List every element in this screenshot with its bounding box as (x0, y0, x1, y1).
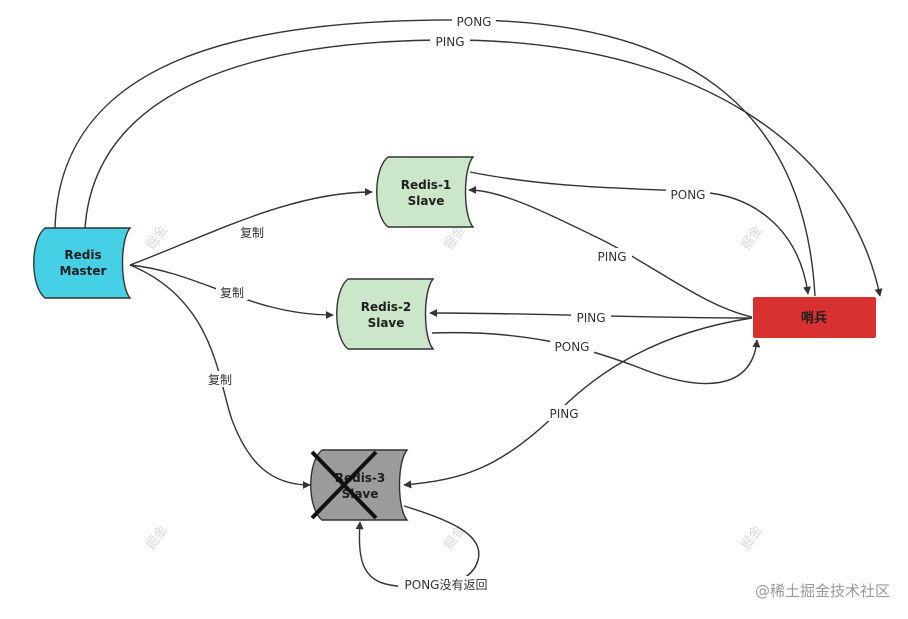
node-label-master-line2: Master (60, 264, 107, 278)
label-outer-pong: PONG (457, 15, 492, 29)
node-redis-master[interactable]: Redis Master (33, 227, 132, 299)
node-label-slave2-line2: Slave (368, 316, 405, 330)
watermark: 掘金 (143, 522, 171, 552)
label-pong-no-reply: PONG没有返回 (405, 577, 488, 592)
edge-labels: PONG PING 复制 复制 复制 PONG PING PING PONG P… (204, 13, 710, 592)
edge-replicate-slave3 (129, 264, 311, 489)
node-label-slave2-line1: Redis-2 (361, 300, 412, 314)
node-label-slave1-line2: Slave (408, 194, 445, 208)
label-ping-slave3: PING (549, 407, 578, 421)
node-shape-slave1 (376, 156, 475, 228)
node-redis-slave3[interactable]: Redis-3 Slave (310, 449, 409, 521)
edge-ping-master-sentinel (84, 39, 883, 297)
label-replicate-slave2: 复制 (220, 286, 244, 300)
watermark: 掘金 (738, 522, 766, 552)
watermark: 掘金 (143, 222, 171, 252)
label-outer-ping: PING (435, 35, 464, 49)
node-label-sentinel: 哨兵 (801, 310, 827, 326)
label-pong-slave1: PONG (671, 188, 706, 202)
watermark: 掘金 (738, 222, 766, 252)
node-sentinel[interactable]: 哨兵 (753, 297, 876, 338)
node-redis-slave1[interactable]: Redis-1 Slave (376, 156, 475, 228)
edge-ping-sentinel-slave1 (468, 186, 753, 318)
node-label-master-line1: Redis (64, 248, 101, 262)
node-shape-master (33, 227, 132, 299)
edge-pong-slave2-sentinel (431, 331, 761, 385)
label-replicate-slave1: 复制 (240, 226, 264, 240)
node-shape-slave2 (336, 278, 435, 350)
footer-source-mark: @稀土掘金技术社区 (755, 582, 890, 600)
label-ping-slave1: PING (597, 250, 626, 264)
cross-icon (310, 450, 378, 520)
label-replicate-slave3: 复制 (208, 373, 232, 387)
node-shape-sentinel (753, 297, 876, 338)
watermark-group: 掘金 掘金 掘金 掘金 掘金 掘金 (143, 222, 766, 552)
label-ping-slave2: PING (576, 311, 605, 325)
node-redis-slave2[interactable]: Redis-2 Slave (336, 278, 435, 350)
node-label-slave1-line1: Redis-1 (401, 178, 452, 192)
label-pong-slave2: PONG (555, 340, 590, 354)
watermark: 掘金 (441, 522, 469, 552)
edge-replicate-slave1 (129, 188, 373, 266)
node-shape-slave3 (310, 449, 409, 521)
